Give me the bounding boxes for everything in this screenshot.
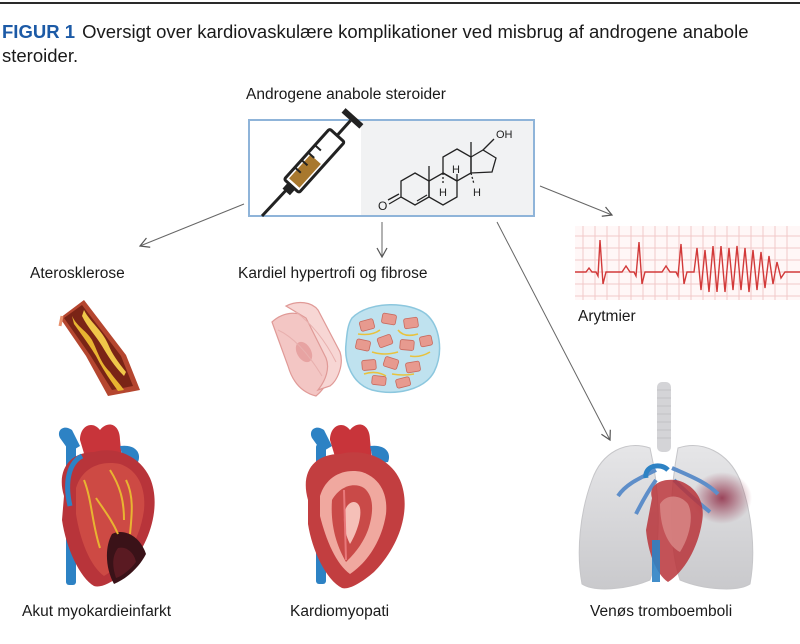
arrow-aterosklerose [138, 203, 245, 248]
artery-plaque-icon [58, 300, 140, 396]
arrows [138, 185, 614, 442]
arrow-arytmier [539, 185, 614, 217]
heart-infarct-icon [58, 424, 155, 587]
o-label: O [378, 199, 387, 213]
label-tromboemboli: Venøs tromboemboli [590, 603, 733, 620]
label-arytmier: Arytmier [578, 308, 636, 325]
figure-number: FIGUR 1 [2, 21, 75, 42]
label-hypertrofi: Kardiel hypertrofi og fibrose [238, 265, 428, 282]
muscle-cell-icon [271, 301, 342, 397]
h-label-1: H [439, 187, 447, 199]
steroid-structure-icon [387, 138, 497, 206]
center-label: Androgene anabole steroider [246, 86, 446, 103]
heart-cardiomyopathy-icon [305, 424, 405, 589]
label-myokardieinfarkt: Akut myokardieinfarkt [22, 603, 172, 620]
fibrosis-tissue-icon [344, 304, 441, 393]
center-box [248, 119, 535, 217]
figure-title-text: Oversigt over kardiovaskulære komplikati… [2, 21, 749, 66]
label-kardiomyopati: Kardiomyopati [290, 603, 390, 620]
figure-title: FIGUR 1 Oversigt over kardiovaskulære ko… [2, 20, 762, 68]
h-label-2: H [452, 164, 460, 176]
h-label-3: H [473, 187, 481, 199]
ecg-icon [575, 226, 800, 300]
lungs-embolism-icon [578, 382, 754, 590]
label-aterosklerose: Aterosklerose [30, 265, 125, 282]
top-rule [0, 2, 800, 4]
oh-label: OH [496, 129, 513, 141]
arrow-tromboemboli [496, 221, 611, 442]
syringe-icon [260, 108, 364, 218]
